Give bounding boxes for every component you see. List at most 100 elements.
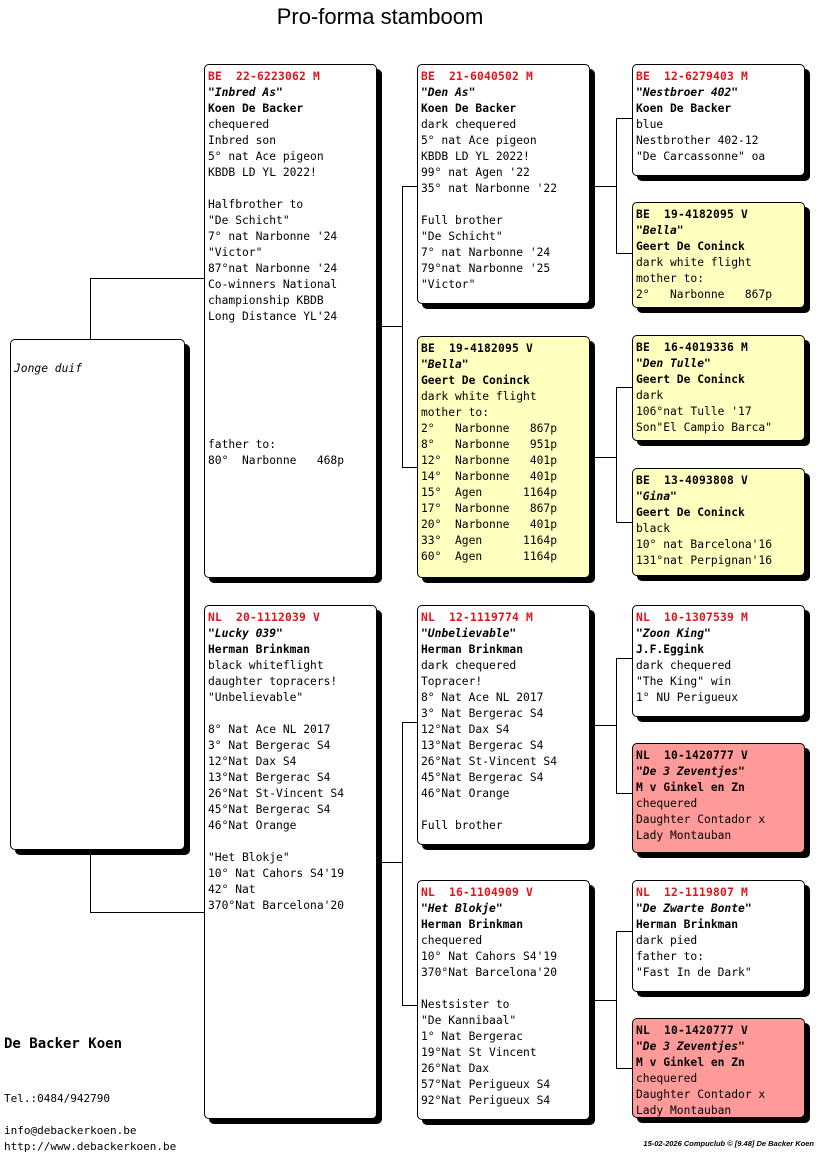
owner-name: J.F.Eggink <box>636 643 705 656</box>
breeder-website-link[interactable]: http://www.debackerkoen.be <box>4 1140 177 1153</box>
connector-line <box>616 387 632 388</box>
breeder-phone: Tel.:0484/942790 <box>4 1092 110 1105</box>
info-line <box>208 706 376 722</box>
connector-line <box>90 278 91 340</box>
info-line: 14° Narbonne 401p <box>421 470 558 483</box>
info-line: chequered <box>636 797 698 810</box>
info-line: Full brother <box>421 214 503 227</box>
info-line: 60° Agen 1164p <box>421 550 558 563</box>
info-line: "Fast In de Dark" <box>636 966 752 979</box>
info-line: 46°Nat Orange <box>421 787 510 800</box>
info-line <box>208 389 376 405</box>
info-line: mother to: <box>421 406 490 419</box>
pigeon-name: "De 3 Zeventjes" <box>636 765 745 778</box>
connector-line <box>402 722 418 723</box>
info-line: 13°Nat Bergerac S4 <box>208 771 331 784</box>
ring-number: BE 13-4093808 V <box>636 474 749 487</box>
owner-name: Herman Brinkman <box>421 643 524 656</box>
maternal-grandfather-card[interactable]: NL 12-1119774 M"Unbelievable"Herman Brin… <box>417 605 590 845</box>
info-line: Full brother <box>421 819 503 832</box>
info-line: championship KBDB <box>208 294 324 307</box>
connector-line <box>90 278 204 279</box>
ring-number: NL 20-1112039 V <box>208 611 321 624</box>
info-line: Daughter Contador x <box>636 813 766 826</box>
subject-label: Jonge duif <box>14 362 83 375</box>
info-line: Long Distance YL'24 <box>208 310 338 323</box>
connector-line <box>590 1000 616 1001</box>
ring-number: NL 10-1307539 M <box>636 611 749 624</box>
info-line: 370°Nat Barcelona'20 <box>421 966 558 979</box>
pigeon-name: "Den Tulle" <box>636 357 711 370</box>
connector-line <box>402 467 418 468</box>
info-line: dark pied <box>636 934 698 947</box>
info-line: 10° nat Barcelona'16 <box>636 538 773 551</box>
mother-card[interactable]: NL 20-1112039 V"Lucky 039"Herman Brinkma… <box>204 605 377 1119</box>
owner-name: Herman Brinkman <box>421 918 524 931</box>
info-line: 12° Narbonne 401p <box>421 454 558 467</box>
ring-number: NL 10-1420777 V <box>636 749 749 762</box>
info-line: black whiteflight <box>208 659 324 672</box>
ring-number: BE 12-6279403 M <box>636 70 749 83</box>
print-stamp: 15-02-2026 Compuclub © [9.48] De Backer … <box>643 1139 814 1148</box>
info-line: 106°nat Tulle '17 <box>636 405 752 418</box>
father-card[interactable]: BE 22-6223062 M"Inbred As"Koen De Backer… <box>204 64 377 578</box>
subject-pigeon-card[interactable]: Jonge duif <box>10 339 185 850</box>
info-line: mother to: <box>636 272 705 285</box>
info-line <box>208 341 376 357</box>
pigeon-name: "De 3 Zeventjes" <box>636 1040 745 1053</box>
info-line: Inbred son <box>208 134 277 147</box>
info-line: Lady Montauban <box>636 829 732 842</box>
pigeon-name: "Den As" <box>421 86 476 99</box>
info-line: 80° Narbonne 468p <box>208 454 345 467</box>
info-line: dark chequered <box>636 659 732 672</box>
owner-name: M v Ginkel en Zn <box>636 1056 745 1069</box>
info-line: 92°Nat Perigueux S4 <box>421 1094 551 1107</box>
info-line: 12°Nat Dax S4 <box>208 755 297 768</box>
ring-number: NL 12-1119807 M <box>636 886 749 899</box>
ring-number: BE 16-4019336 M <box>636 341 749 354</box>
info-line: chequered <box>208 118 270 131</box>
owner-name: Koen De Backer <box>636 102 732 115</box>
maternal-grandmother-card[interactable]: NL 16-1104909 V"Het Blokje"Herman Brinkm… <box>417 880 590 1120</box>
connector-line <box>402 186 403 468</box>
pigeon-name: "Bella" <box>421 358 469 371</box>
paternal-grandmother-father-card[interactable]: BE 16-4019336 M "Den Tulle" Geert De Conin… <box>632 335 805 441</box>
maternal-grandmother-father-card[interactable]: NL 12-1119807 M"De Zwarte Bonte"Herman B… <box>632 880 805 992</box>
info-line: father to: <box>208 438 277 451</box>
info-line: 3° Nat Bergerac S4 <box>421 707 544 720</box>
info-line: KBDB LD YL 2022! <box>421 150 530 163</box>
info-line <box>208 357 376 373</box>
maternal-grandmother-mother-card[interactable]: NL 10-1420777 V"De 3 Zeventjes"M v Ginke… <box>632 1018 805 1118</box>
info-line <box>208 421 376 437</box>
owner-name: M v Ginkel en Zn <box>636 781 745 794</box>
info-line <box>208 181 376 197</box>
info-line: 26°Nat Dax <box>421 1062 490 1075</box>
maternal-grandfather-mother-card[interactable]: NL 10-1420777 V "De 3 Zeventjes" M v Ginke… <box>632 743 805 853</box>
info-line: 8° Nat Ace NL 2017 <box>421 691 544 704</box>
info-line: 10° Nat Cahors S4'19 <box>208 867 345 880</box>
info-line: 45°Nat Bergerac S4 <box>208 803 331 816</box>
owner-name: Koen De Backer <box>421 102 517 115</box>
info-line: Topracer! <box>421 675 483 688</box>
connector-line <box>616 931 617 1069</box>
paternal-grandfather-father-card[interactable]: BE 12-6279403 M "Nestbroer 402" Koen De Ba… <box>632 64 805 176</box>
owner-name: Herman Brinkman <box>208 643 311 656</box>
owner-name: Geert De Coninck <box>636 373 745 386</box>
info-line: Co-winners National <box>208 278 338 291</box>
pigeon-name: "Nestbroer 402" <box>636 86 739 99</box>
info-line: "De Schicht" <box>421 230 503 243</box>
pigeon-name: "De Zwarte Bonte" <box>636 902 752 915</box>
breeder-email-link[interactable]: info@debackerkoen.be <box>4 1124 137 1137</box>
info-line: "De Carcassonne" oa <box>636 150 766 163</box>
info-line <box>421 802 589 818</box>
ring-number: NL 16-1104909 V <box>421 886 534 899</box>
ring-number: BE 22-6223062 M <box>208 70 321 83</box>
info-line: 370°Nat Barcelona'20 <box>208 899 345 912</box>
info-line: 46°Nat Orange <box>208 819 297 832</box>
owner-name: Geert De Coninck <box>636 240 745 253</box>
